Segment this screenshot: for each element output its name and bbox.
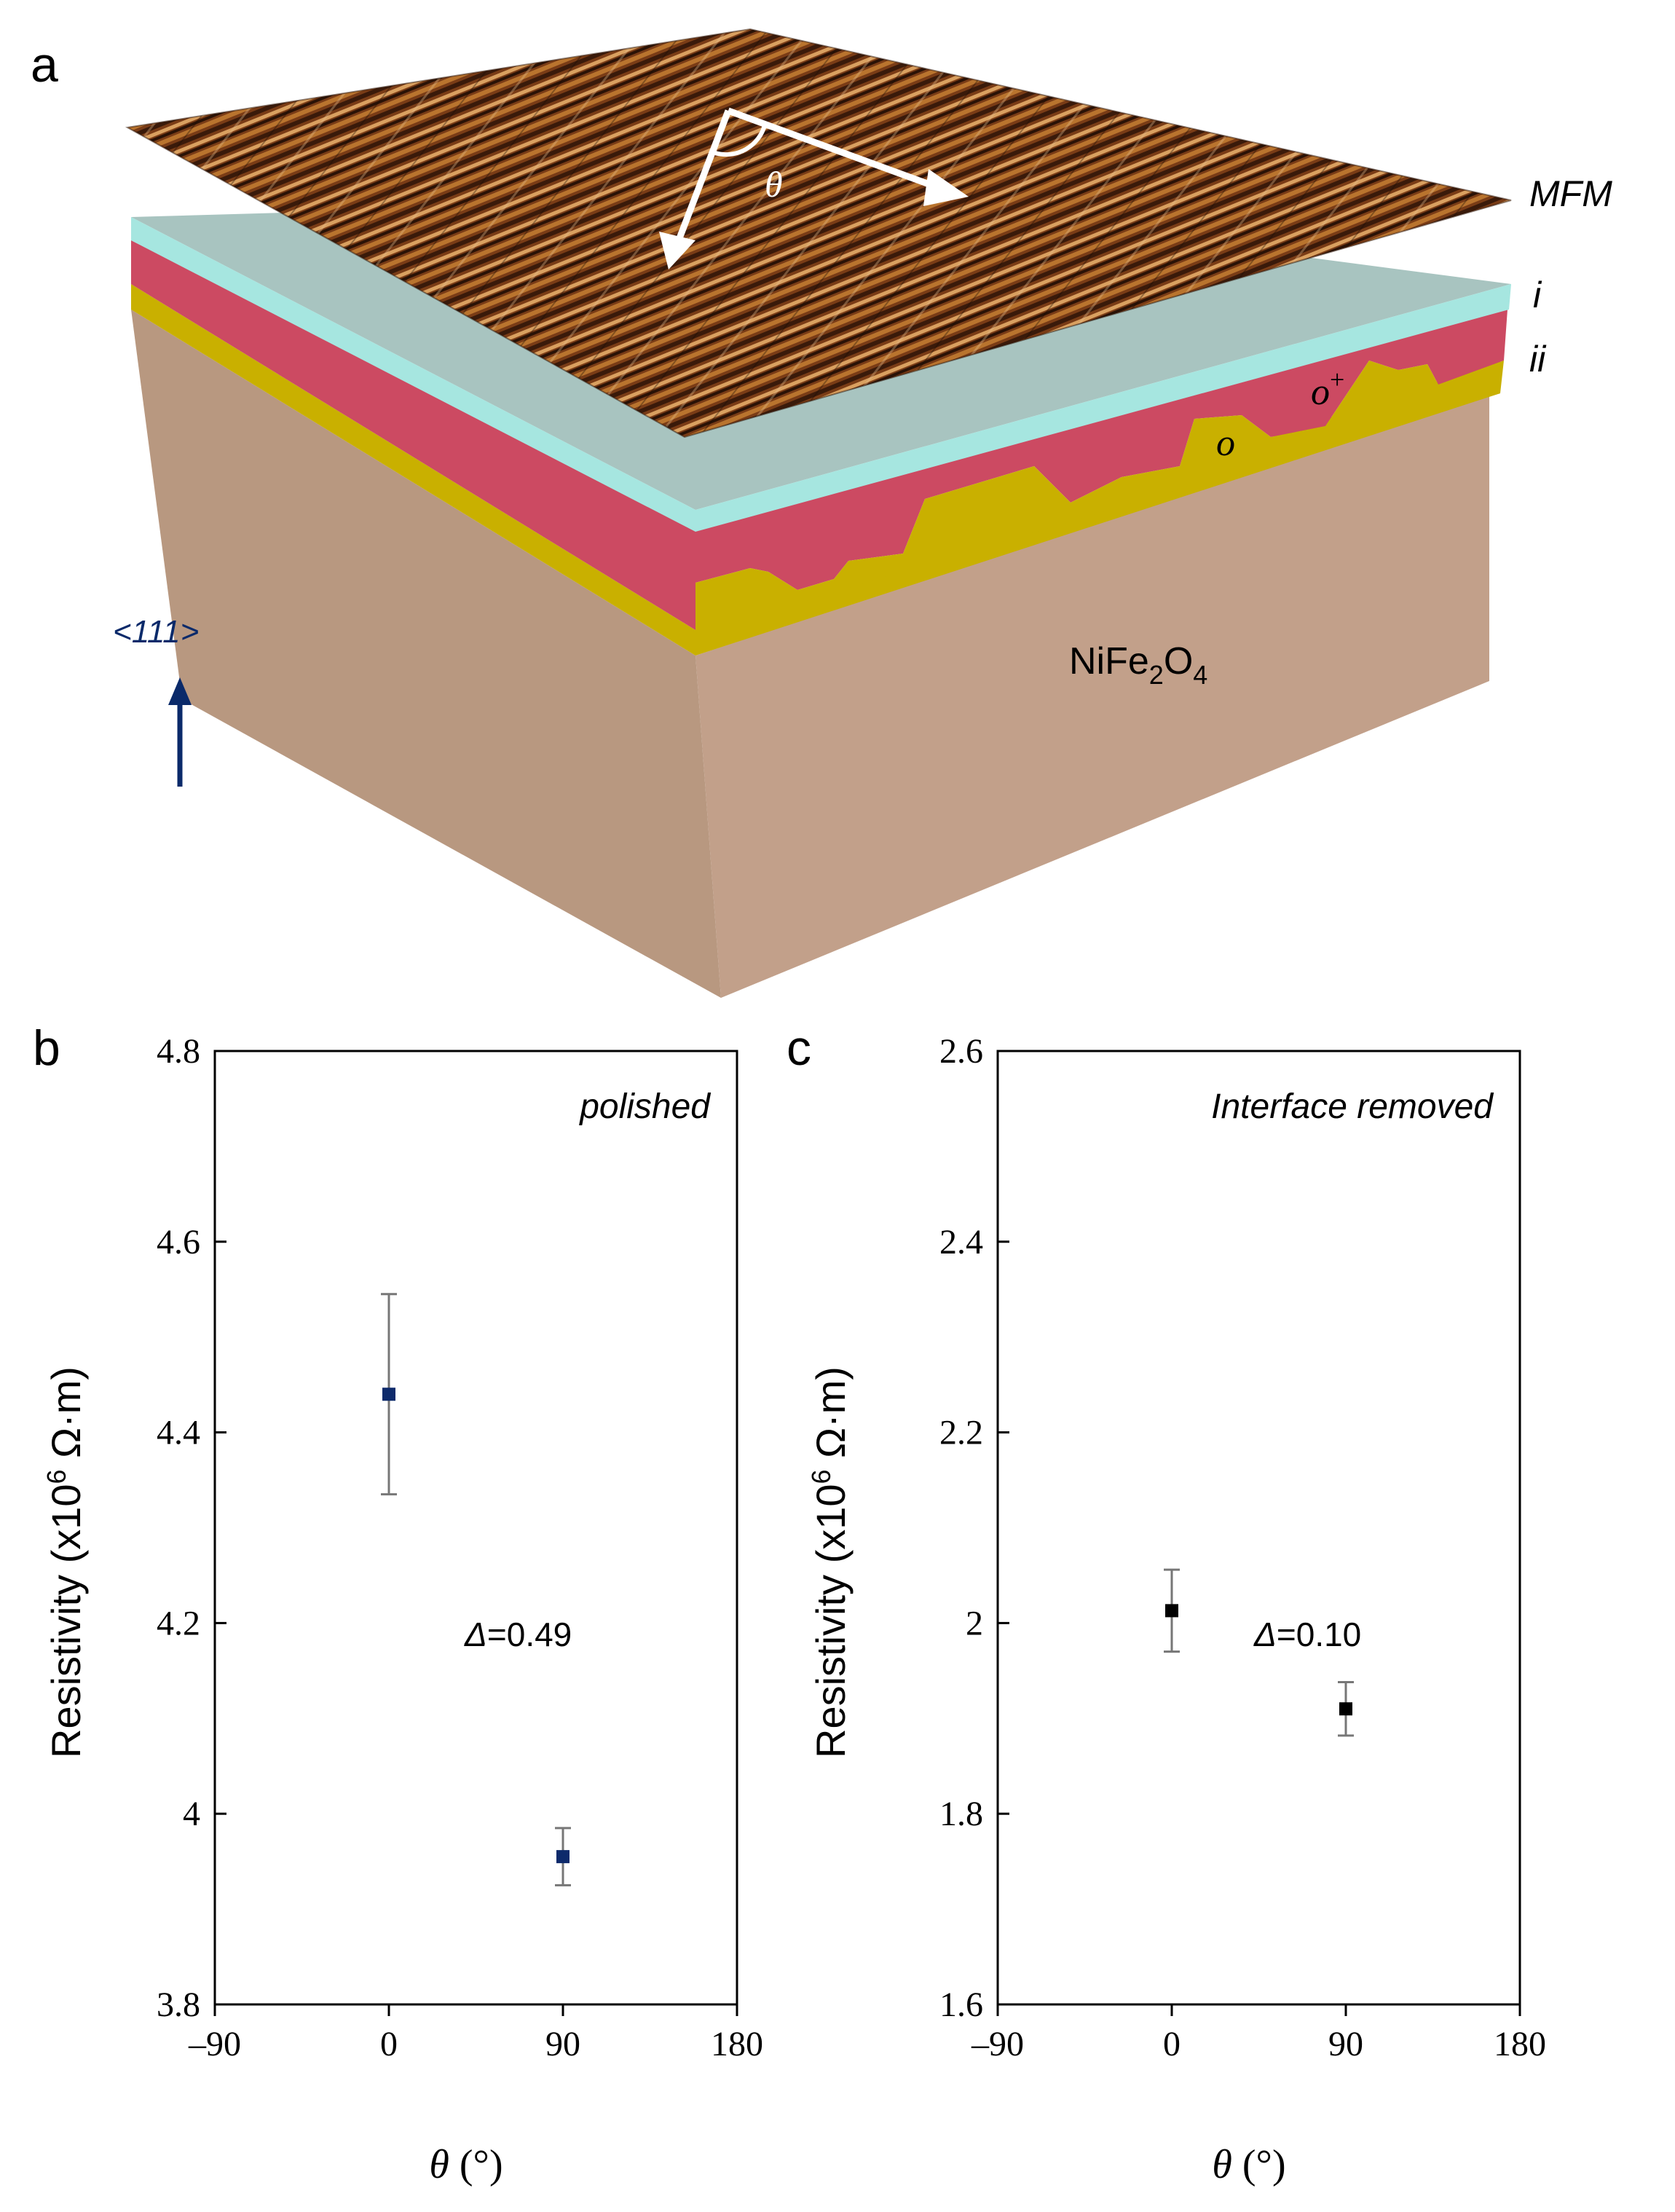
- chart-b-delta-label: Δ=0.49: [464, 1615, 572, 1653]
- o-region-bumps: [695, 361, 1504, 634]
- o-plus-label: o+: [1311, 365, 1344, 413]
- chart-b-ytick-label: 4.2: [157, 1604, 200, 1642]
- chart-b-xlabel: θ (°): [429, 2142, 502, 2187]
- chart-b-xtick-label: 90: [545, 2025, 580, 2063]
- chart-c-xlabel: θ (°): [1212, 2142, 1285, 2187]
- chart-b-data-point: [556, 1850, 570, 1864]
- chart-b-plot-frame: [213, 1050, 738, 2006]
- angle-arrows: θ: [659, 107, 969, 269]
- chart-c-ytick-label: 1.6: [939, 1985, 983, 2024]
- layer-i-edge-front: [695, 284, 1511, 532]
- layer-ii-left: [131, 240, 695, 630]
- chart-b-data-point: [382, 1388, 395, 1401]
- chart-b-ylabel: Resistivity (x106 Ω·m): [42, 1366, 89, 1758]
- chart-c-xtick-label: 90: [1328, 2025, 1363, 2063]
- chart-c-xtick-label: 0: [1163, 2025, 1181, 2063]
- substrate-left-face: [131, 310, 721, 998]
- chart-b: b polished Δ=0.49 Resistivity (x106 Ω·m)…: [33, 1020, 763, 2187]
- chart-b-ytick-label: 4.8: [157, 1032, 200, 1071]
- chart-c-plot-frame: [996, 1050, 1521, 2006]
- chart-c-ytick-label: 2.2: [939, 1414, 983, 1452]
- mfm-image: [125, 28, 1512, 438]
- layer-ii-label: ii: [1529, 339, 1547, 379]
- chart-c-delta-label: Δ=0.10: [1253, 1615, 1361, 1653]
- chart-c-data-point: [1165, 1604, 1178, 1618]
- chart-c-ylabel: Resistivity (x106 Ω·m): [806, 1366, 854, 1758]
- chart-c-xtick-label: 180: [1494, 2025, 1546, 2063]
- chart-b-xtick-label: 180: [711, 2025, 763, 2063]
- chart-c-ytick-label: 1.8: [939, 1795, 983, 1833]
- o-label: o: [1216, 422, 1235, 464]
- direction-arrowhead: [168, 677, 192, 705]
- chart-b-ytick-label: 4.6: [157, 1223, 200, 1262]
- substrate-front-face: [695, 393, 1489, 998]
- chart-c-ytick-label: 2: [966, 1604, 983, 1642]
- chart-c-annotation: Interface removed: [1211, 1087, 1494, 1126]
- layer-i-label: i: [1533, 275, 1542, 315]
- substrate-label: NiFe2O4: [1069, 640, 1207, 690]
- chart-c-ytick-label: 2.6: [939, 1032, 983, 1071]
- theta-label: θ: [765, 164, 783, 205]
- chart-b-annotation: polished: [578, 1087, 711, 1126]
- layer-ii-front: [695, 310, 1508, 630]
- chart-b-ytick-label: 3.8: [157, 1985, 200, 2024]
- panel-b-letter: b: [33, 1020, 60, 1076]
- panel-c-letter: c: [787, 1020, 811, 1076]
- chart-c-data-point: [1339, 1702, 1352, 1716]
- chart-c-ytick-label: 2.4: [939, 1223, 983, 1262]
- chart-b-ytick-label: 4.4: [157, 1414, 200, 1452]
- chart-c-xtick-label: –90: [971, 2025, 1024, 2063]
- chart-b-xtick-label: –90: [188, 2025, 241, 2063]
- layer-i-edge-left: [131, 217, 695, 532]
- svg-text:o+: o+: [1311, 365, 1344, 413]
- chart-c: c Interface removed Δ=0.10 Resistivity (…: [787, 1020, 1546, 2187]
- chart-b-ytick-label: 4: [183, 1795, 200, 1833]
- mfm-label: MFM: [1529, 173, 1612, 214]
- direction-label: <111>: [113, 614, 199, 650]
- layer-o-left: [131, 284, 695, 656]
- panel-a-letter: a: [31, 37, 58, 93]
- panel-a-schematic: a θ MFM i: [31, 28, 1612, 998]
- chart-b-xtick-label: 0: [380, 2025, 398, 2063]
